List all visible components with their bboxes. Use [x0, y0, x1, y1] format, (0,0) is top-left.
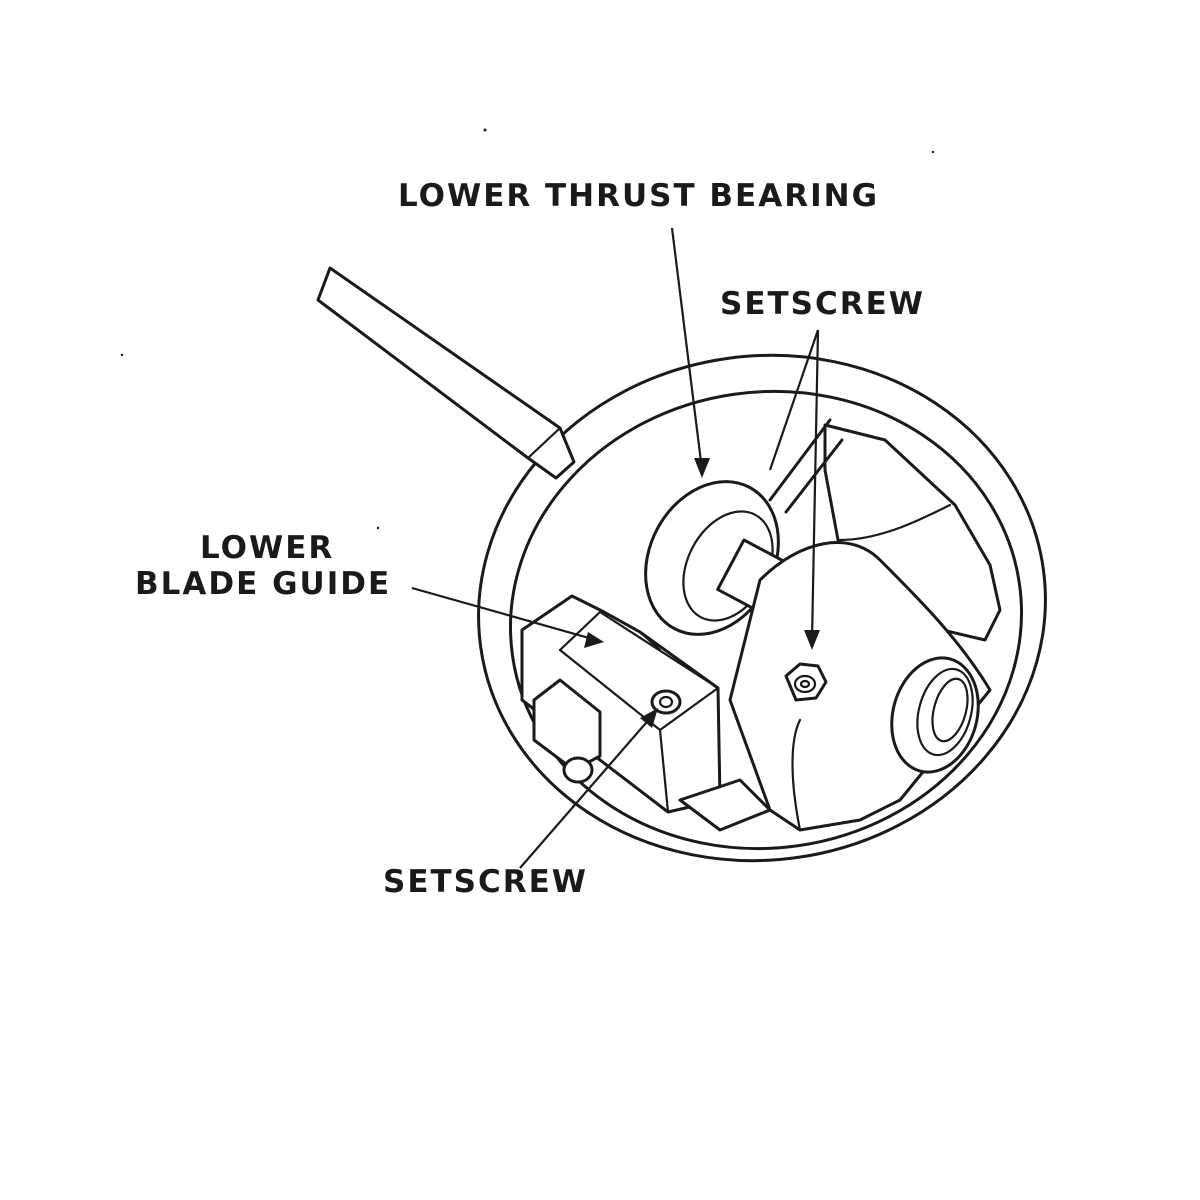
thrust-bearing-shaft: [768, 418, 844, 514]
right-bearing: [890, 656, 980, 774]
thrust-bearing-wheel: [644, 480, 787, 636]
label-lower-blade-guide-line1: LOWER: [200, 530, 335, 566]
label-lower-thrust-bearing: LOWER THRUST BEARING: [398, 178, 880, 214]
scan-specks: [120, 128, 935, 530]
upper-bracket: [823, 423, 1002, 642]
guide-setscrew: [650, 689, 682, 715]
guide-block-pieces: [532, 678, 772, 832]
label-lower-blade-guide-line2: BLADE GUIDE: [135, 566, 392, 602]
label-setscrew-bottom: SETSCREW: [383, 864, 588, 900]
housing-rim: [477, 353, 1047, 863]
leader-arrows: [411, 227, 820, 869]
label-setscrew-top: SETSCREW: [720, 286, 925, 322]
screwdriver-tool: [316, 266, 576, 480]
body-setscrew: [784, 662, 828, 702]
